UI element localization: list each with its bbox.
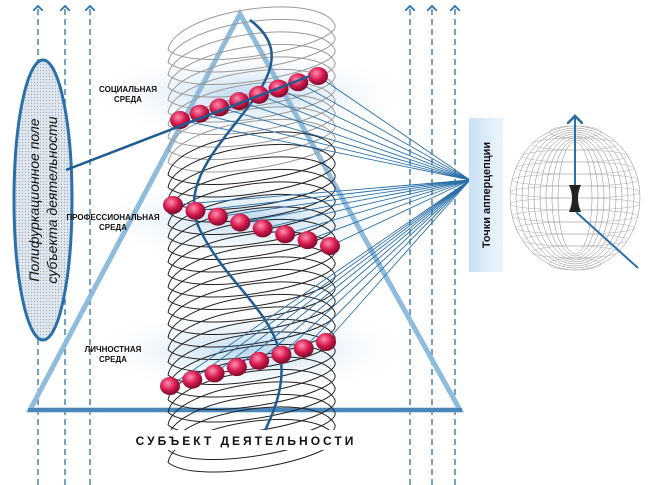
bead — [230, 213, 251, 232]
bead — [182, 370, 203, 389]
subject-label-bg — [130, 430, 365, 450]
helix-coil — [167, 368, 336, 423]
bead — [185, 201, 206, 220]
helix-coil — [167, 331, 336, 385]
bead — [207, 207, 228, 226]
apperception-rays — [169, 75, 471, 387]
apperception-ray — [258, 94, 471, 181]
helix-coil — [167, 218, 336, 273]
helix-coil — [167, 206, 336, 260]
helix-coil — [167, 293, 336, 348]
professional-env-line1: ПРОФЕССИОНАЛЬНАЯ — [66, 213, 159, 222]
bead — [275, 225, 296, 244]
ellipse-connector-line — [65, 74, 311, 172]
torus-diagonal-line — [575, 211, 639, 269]
helix-coil — [167, 281, 336, 335]
ellipse-label-line1: Полифуркационное поле — [26, 118, 42, 281]
polyfurcation-field-ellipse — [12, 58, 74, 342]
apperception-ray — [217, 179, 471, 218]
helix-coil — [167, 256, 336, 310]
bead — [297, 231, 318, 250]
bead — [320, 237, 340, 255]
bead — [316, 333, 336, 351]
helix-coil — [167, 143, 336, 198]
apperception-ray — [258, 179, 471, 362]
apperception-ray — [195, 179, 471, 212]
apperception-ray — [236, 179, 471, 368]
helix-coil — [167, 31, 336, 85]
apperception-ray — [325, 179, 471, 343]
personal-env-line1: ЛИЧНОСТНАЯ — [85, 345, 142, 354]
apperception-ray — [199, 113, 471, 181]
apperception-box — [469, 118, 503, 272]
helix-coil — [167, 343, 336, 398]
helix-coil — [167, 193, 336, 248]
professional-env-line2: СРЕДА — [99, 223, 127, 232]
apperception-ray — [240, 179, 471, 224]
torus-core — [569, 185, 581, 212]
helix-coil — [167, 6, 336, 60]
apperception-ray — [298, 81, 471, 181]
apperception-ray — [281, 179, 471, 355]
helix-coil — [167, 156, 336, 210]
social-env-line2: СРЕДА — [114, 95, 142, 104]
bead — [252, 219, 273, 238]
subject-label: СУБЪЕКТ ДЕЯТЕЛЬНОСТИ — [136, 434, 357, 448]
bead — [249, 351, 270, 370]
apperception-ray — [303, 179, 471, 349]
bead — [308, 67, 328, 85]
apperception-ray — [219, 106, 471, 181]
personal-env-line2: СРЕДА — [99, 355, 127, 364]
torus-parallel — [548, 257, 602, 271]
helix-coil — [167, 131, 336, 185]
helix-coil — [167, 43, 336, 98]
apperception-ray — [329, 179, 471, 247]
bead — [293, 339, 314, 358]
bead — [163, 196, 183, 214]
apperception-ray — [285, 179, 471, 235]
apperception-ray — [307, 179, 471, 241]
bead — [226, 358, 247, 377]
apperception-ray — [169, 179, 471, 387]
apperception-ray — [262, 179, 471, 229]
bead — [204, 364, 225, 383]
helix-coil — [167, 118, 336, 173]
helix-coil — [167, 243, 336, 298]
bead — [271, 345, 292, 364]
apperception-ray — [238, 100, 471, 181]
apperception-ray — [179, 119, 471, 181]
apperception-ray — [317, 75, 471, 181]
apperception-ray — [172, 179, 471, 206]
bead — [189, 104, 210, 123]
apperception-ray — [278, 88, 471, 181]
social-env-line1: СОЦИАЛЬНАЯ — [99, 85, 157, 94]
helix-coil — [167, 268, 336, 323]
ellipse-label-line2: субъекта деятельности — [44, 116, 60, 283]
torus-parallel — [515, 221, 635, 235]
helix-coil — [167, 18, 336, 73]
helix-coil — [167, 306, 336, 360]
helix-coil — [167, 81, 336, 135]
helix-coil — [167, 406, 336, 460]
apperception-label: Точки апперцепции — [481, 142, 493, 248]
bead — [160, 377, 180, 395]
apperception-ray — [192, 179, 471, 381]
apperception-ray — [214, 179, 471, 374]
